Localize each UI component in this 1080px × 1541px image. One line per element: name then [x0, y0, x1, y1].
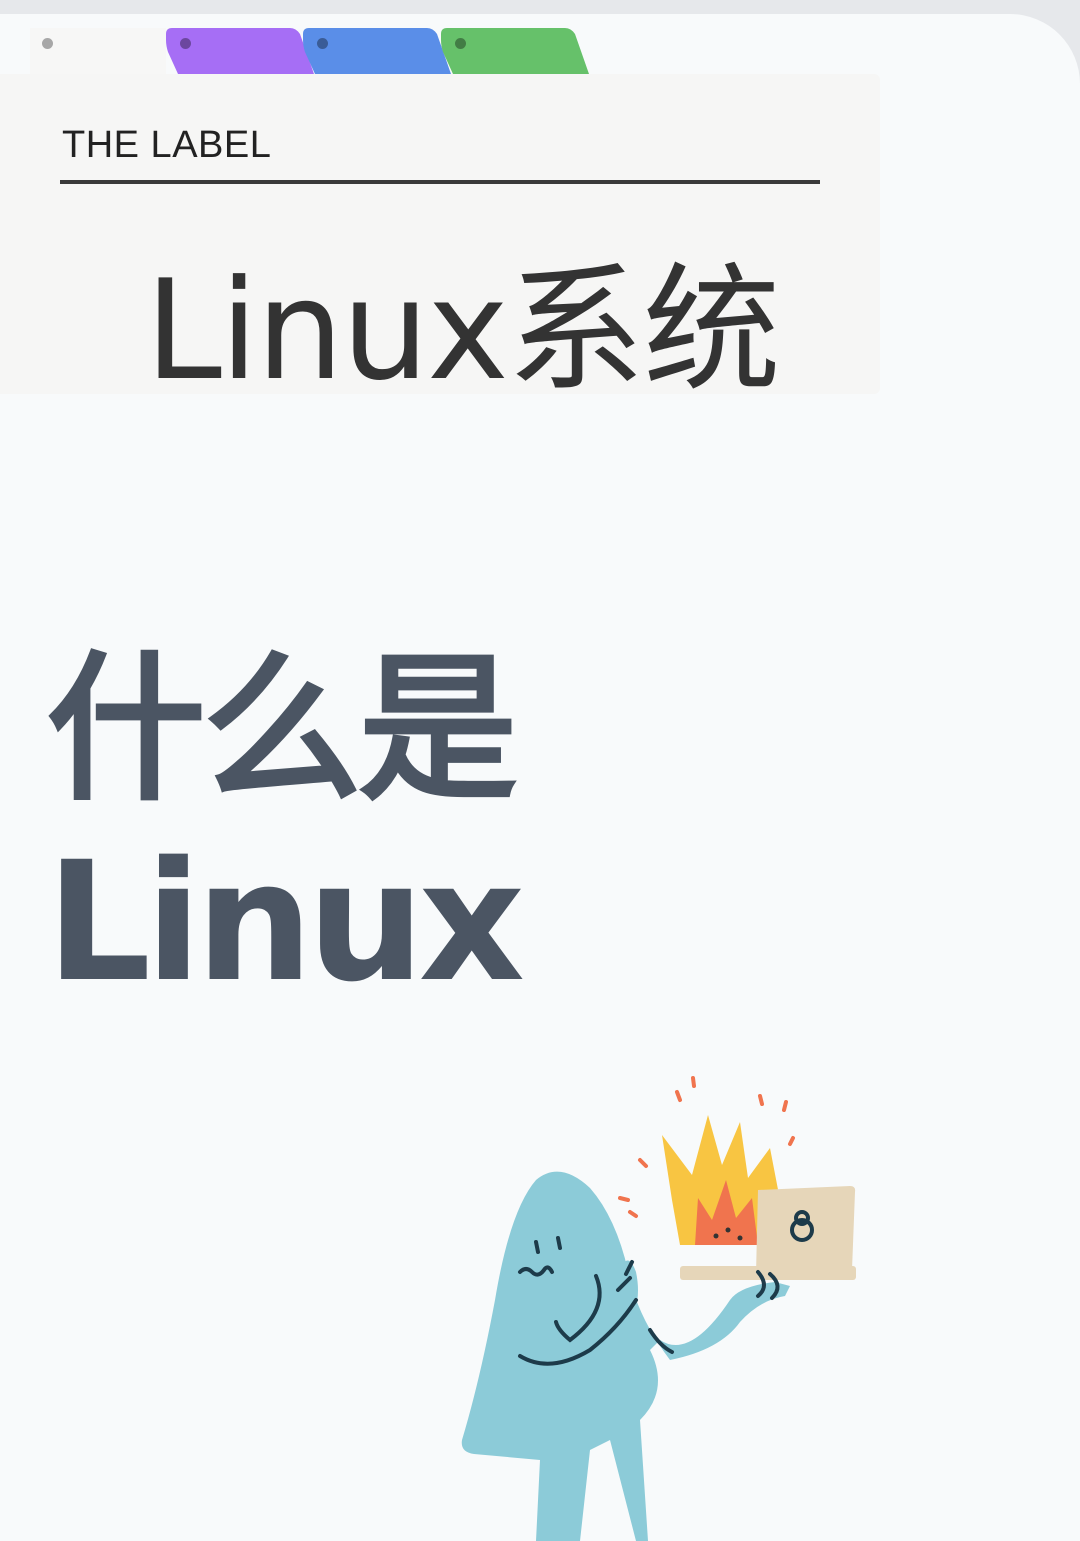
tab-dot-icon: [180, 38, 191, 49]
tab-shape-green: [441, 28, 589, 74]
tab-green[interactable]: [441, 28, 589, 74]
tab-purple[interactable]: [166, 28, 314, 74]
tab-strip: [0, 14, 700, 74]
person-holding-burning-laptop-icon: [461, 1076, 856, 1541]
tab-blue[interactable]: [303, 28, 451, 74]
tab-dot-icon: [42, 38, 53, 49]
headline-line-1: 什么是: [46, 636, 518, 823]
tab-shape-blue: [303, 28, 451, 74]
flame-icon: [662, 1115, 780, 1245]
character-face: [518, 1236, 780, 1366]
tab-shape-purple: [166, 28, 314, 74]
laptop-icon: [680, 1186, 856, 1280]
headline-line-2: Linux: [46, 826, 525, 1018]
label-heading: THE LABEL: [62, 124, 272, 166]
label-card: [0, 74, 880, 394]
label-title: Linux系统: [145, 250, 781, 411]
tab-dot-icon: [455, 38, 466, 49]
tab-dot-icon: [317, 38, 328, 49]
label-divider: [60, 180, 820, 184]
tab-white[interactable]: [30, 28, 166, 74]
spark-marks: [618, 1076, 795, 1218]
